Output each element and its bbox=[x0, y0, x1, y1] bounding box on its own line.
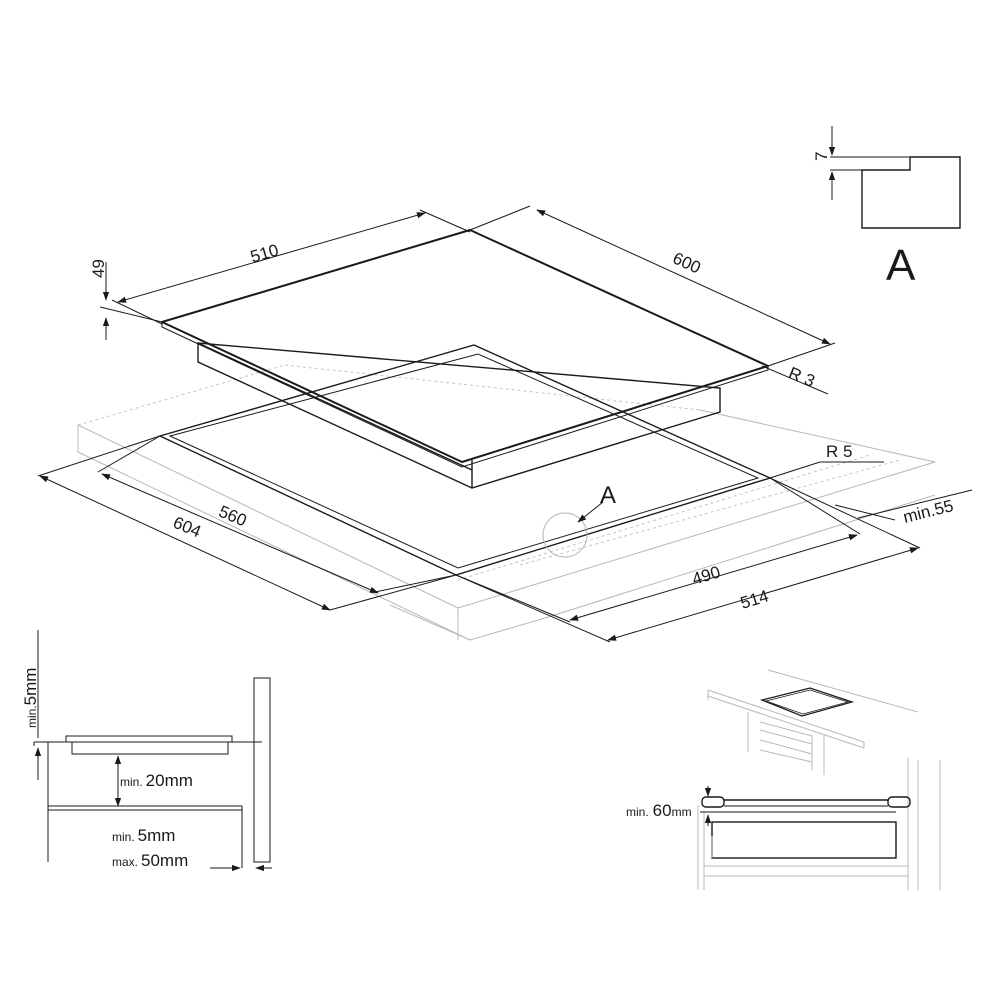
dim-hob-depth: 600 bbox=[469, 205, 836, 367]
dim-hob-width: 510 bbox=[111, 209, 471, 325]
dim-hob-height: 49 bbox=[89, 259, 163, 340]
svg-text:min.20mm: min.20mm bbox=[120, 771, 193, 790]
dim-604: 604 bbox=[170, 513, 204, 542]
detail-a-callout: A bbox=[600, 482, 616, 509]
dim-worktop-width: 604 bbox=[37, 435, 457, 611]
svg-text:min.5mm: min.5mm bbox=[112, 826, 175, 845]
side-top-prefix: min. bbox=[25, 705, 39, 728]
dim-cutout-radius: R 5 bbox=[769, 442, 884, 479]
dim-514: 514 bbox=[738, 586, 771, 612]
dim-49: 49 bbox=[89, 259, 108, 278]
side-top-value: 5mm bbox=[21, 668, 40, 706]
worktop-block bbox=[77, 364, 936, 641]
side-rear-min-prefix: min. bbox=[112, 830, 135, 844]
dim-hob-radius: R 3 bbox=[761, 363, 829, 395]
svg-text:max.50mm: max.50mm bbox=[112, 851, 188, 870]
dim-r5: R 5 bbox=[826, 442, 852, 461]
detail-a-thickness: 7 bbox=[812, 152, 831, 161]
detail-a: 7 A bbox=[812, 126, 961, 290]
dim-cutout-width: 560 bbox=[97, 435, 457, 594]
dim-560: 560 bbox=[216, 502, 250, 531]
svg-text:min.60mm: min. 60mm bbox=[626, 801, 692, 820]
detail-a-marker: A bbox=[542, 482, 616, 558]
oven-clearance-value: 60 bbox=[653, 801, 672, 820]
side-view: min.5mm min.20mm min.5mm max.50mm bbox=[21, 630, 272, 872]
oven-context: min. 60mm bbox=[626, 669, 941, 890]
dim-490: 490 bbox=[690, 562, 723, 588]
oven-clearance-prefix: min. bbox=[626, 805, 649, 819]
dim-edge-distance: min.55 bbox=[834, 489, 973, 527]
side-below-value: 20mm bbox=[146, 771, 193, 790]
detail-a-label: A bbox=[886, 241, 916, 290]
svg-text:min.5mm: min.5mm bbox=[21, 668, 40, 728]
dim-r3: R 3 bbox=[786, 363, 818, 391]
side-rear-max-prefix: max. bbox=[112, 855, 138, 869]
side-rear-max-value: 50mm bbox=[141, 851, 188, 870]
dim-510: 510 bbox=[248, 240, 281, 266]
side-below-prefix: min. bbox=[120, 775, 143, 789]
dim-min55: min.55 bbox=[901, 496, 955, 527]
dim-worktop-depth: 514 bbox=[455, 477, 921, 643]
side-rear-min-value: 5mm bbox=[138, 826, 176, 845]
oven-clearance-unit: mm bbox=[672, 805, 692, 819]
